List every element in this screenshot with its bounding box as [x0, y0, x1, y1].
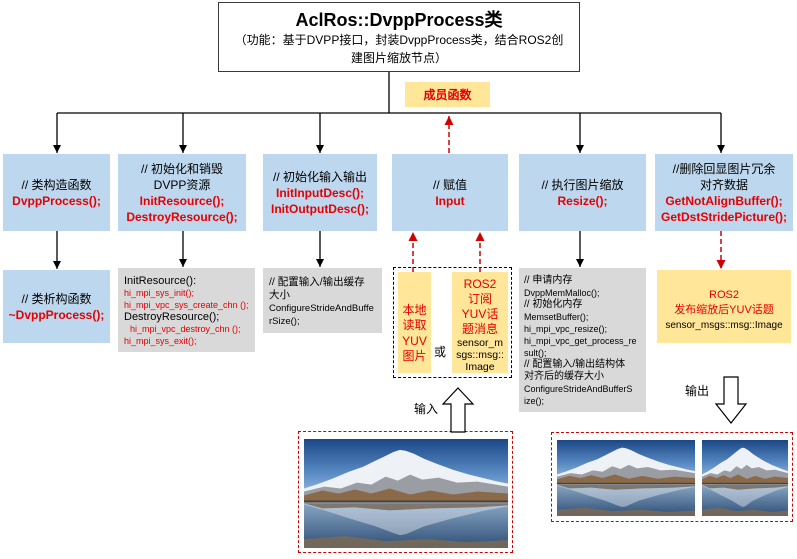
detail-line: ize(); [524, 396, 544, 406]
msg-type-line: Image [465, 361, 495, 373]
ros2-publish-box: ROS2 发布缩放后YUV话题 sensor_msgs::msg::Image [657, 270, 791, 343]
output-down-arrow-icon [714, 376, 748, 424]
detail-line: ConfigureStrideAndBufferS [524, 384, 633, 394]
code-line: DestroyResource(); [126, 209, 238, 224]
comment-line: // 初始化和销毁 [140, 161, 223, 176]
detail-line: MemsetBuffer(); [524, 312, 589, 322]
source-line: 题消息 [461, 322, 498, 336]
comment-line: DVPP资源 [153, 177, 211, 192]
output-landscape-photo [557, 440, 695, 516]
input-image-frame [298, 431, 513, 553]
destructor-box: // 类析构函数 ~DvppProcess(); [3, 270, 110, 343]
msg-type-line: sensor_msgs::msg::Image [665, 320, 783, 331]
comment-line: //删除回显图片冗余 [672, 161, 776, 176]
input-assign-box: // 赋值 Input [392, 154, 508, 231]
resource-details-box: InitResource(): hi_mpi_sys_init(); hi_mp… [118, 268, 255, 352]
detail-line: 对齐后的缓存大小 [524, 371, 604, 382]
publish-line: 发布缩放后YUV话题 [674, 304, 774, 316]
detail-line: // 申请内存 [524, 275, 573, 286]
code-line: InitResource(); [139, 193, 225, 208]
resize-box: // 执行图片缩放 Resize(); [519, 154, 646, 231]
comment-line: 对齐数据 [699, 177, 748, 192]
api-call-line: hi_mpi_sys_init(); [124, 288, 195, 298]
input-up-arrow-icon [441, 387, 475, 433]
code-line: GetDstStridePicture(); [660, 209, 788, 224]
code-line: Resize(); [557, 193, 608, 208]
detail-line: DestroyResource(); [124, 311, 220, 323]
detail-line: hi_mpi_vpc_resize(); [524, 324, 608, 334]
detail-line: // 初始化内存 [524, 299, 583, 310]
api-call-line: hi_mpi_sys_exit(); [124, 336, 197, 346]
remove-align-data-box: //删除回显图片冗余 对齐数据 GetNotAlignBuffer(); Get… [655, 154, 793, 231]
api-call-line: hi_mpi_vpc_sys_create_chn (); [124, 300, 249, 310]
detail-line: 大小 [269, 289, 290, 301]
init-io-desc-box: // 初始化输入输出 InitInputDesc(); InitOutputDe… [263, 154, 377, 231]
msg-type-line: sgs::msg:: [456, 349, 504, 361]
class-subtitle-line: 建图片缩放节点） [350, 51, 447, 65]
comment-line: // 初始化输入输出 [272, 169, 367, 184]
or-separator: 或 [434, 345, 447, 359]
source-line: 订阅 [467, 292, 492, 306]
source-line: 图片 [402, 349, 427, 363]
input-sources-group [393, 267, 512, 378]
detail-line: // 配置输入/输出结构体 [524, 359, 626, 370]
source-line: 本地 [402, 302, 427, 317]
api-call-line: hi_mpi_vpc_destroy_chn (); [130, 324, 241, 334]
init-destroy-resource-box: // 初始化和销毁 DVPP资源 InitResource(); Destroy… [118, 154, 246, 231]
detail-line: ConfigureStrideAndBuffe [269, 303, 374, 314]
source-line: YUV [402, 333, 427, 348]
detail-line: rSize(); [269, 316, 300, 327]
comment-line: // 执行图片缩放 [541, 177, 624, 192]
input-label: 输入 [414, 402, 439, 416]
output-landscape-photo-resized [702, 440, 788, 516]
class-subtitle-line: （功能：基于DVPP接口，封装DvppProcess类，结合ROS2创 [234, 33, 564, 47]
code-line: GetNotAlignBuffer(); [665, 193, 783, 208]
local-file-source-box: 本地 读取 YUV 图片 [398, 272, 431, 373]
constructor-box: // 类构造函数 DvppProcess(); [3, 154, 110, 231]
comment-line: // 赋值 [432, 177, 467, 192]
source-line: YUV话 [461, 307, 499, 321]
detail-line: // 配置输入/输出缓存 [269, 276, 365, 288]
code-line: DvppProcess(); [12, 193, 101, 208]
output-label: 输出 [685, 384, 710, 398]
class-title-box: AclRos::DvppProcess类 （功能：基于DVPP接口，封装Dvpp… [218, 2, 580, 72]
comment-line: // 类析构函数 [21, 291, 92, 306]
source-line: ROS2 [463, 277, 497, 291]
member-functions-label: 成员函数 [405, 82, 490, 107]
msg-type-line: sensor_m [456, 337, 504, 349]
code-line: Input [435, 193, 465, 208]
ros2-subscribe-source-box: ROS2 订阅 YUV话 题消息 sensor_m sgs::msg:: Ima… [452, 272, 508, 373]
input-landscape-photo [304, 439, 508, 548]
detail-line: DvppMemMalloc(); [524, 288, 600, 298]
publish-line: ROS2 [709, 289, 739, 301]
code-line: InitOutputDesc(); [271, 201, 369, 216]
class-title: AclRos::DvppProcess类 [295, 10, 503, 30]
code-line: InitInputDesc(); [276, 185, 364, 200]
comment-line: // 类构造函数 [21, 177, 92, 192]
output-image-frame [551, 432, 793, 522]
detail-line: sult(); [524, 348, 547, 358]
code-line: ~DvppProcess(); [8, 307, 105, 322]
source-line: 读取 [402, 318, 427, 332]
resize-details-box: // 申请内存 DvppMemMalloc(); // 初始化内存 Memset… [519, 268, 646, 412]
detail-line: hi_mpi_vpc_get_process_re [524, 336, 637, 346]
detail-line: InitResource(): [124, 275, 197, 287]
desc-details-box: // 配置输入/输出缓存 大小 ConfigureStrideAndBuffe … [263, 268, 382, 333]
